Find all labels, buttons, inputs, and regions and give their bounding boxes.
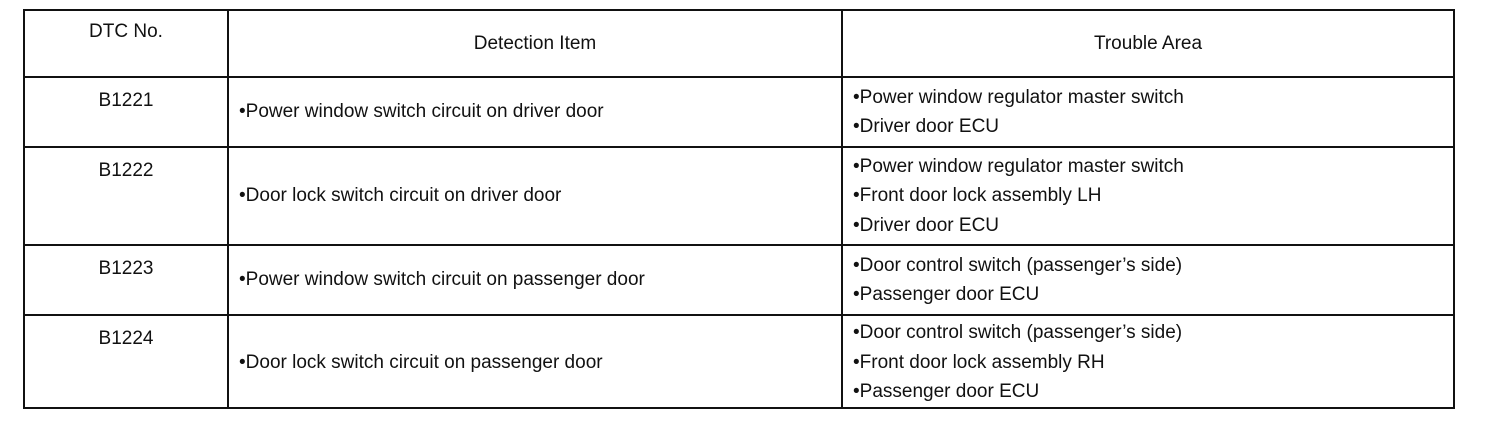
trouble-area-item: •Front door lock assembly LH [853, 185, 1102, 207]
dtc-code: B1221 [25, 76, 229, 148]
table-row: B1223 •Power window switch circuit on pa… [25, 244, 1453, 316]
trouble-area: •Power window regulator master switch •D… [841, 76, 1453, 148]
trouble-area-item: •Door control switch (passenger’s side) [853, 322, 1183, 344]
header-detection-item: Detection Item [227, 11, 843, 78]
table-row: B1224 •Door lock switch circuit on passe… [25, 314, 1453, 409]
trouble-area: •Power window regulator master switch •F… [841, 146, 1453, 246]
trouble-area-item: •Front door lock assembly RH [853, 351, 1105, 373]
trouble-area-item: •Passenger door ECU [853, 381, 1040, 403]
trouble-area-item: •Power window regulator master switch [853, 155, 1184, 177]
dtc-code: B1223 [25, 244, 229, 316]
trouble-area-item: •Driver door ECU [853, 116, 1000, 137]
trouble-area-item: •Passenger door ECU [853, 284, 1040, 305]
trouble-area: •Door control switch (passenger’s side) … [841, 314, 1453, 409]
trouble-area-item: •Door control switch (passenger’s side) [853, 254, 1183, 276]
dtc-code: B1222 [25, 146, 229, 246]
table-row: B1221 •Power window switch circuit on dr… [25, 76, 1453, 148]
detection-item: •Door lock switch circuit on driver door [227, 146, 843, 246]
dtc-table: DTC No. Detection Item Trouble Area B122… [25, 11, 1453, 409]
detection-item: •Power window switch circuit on driver d… [227, 76, 843, 148]
table-header-row: DTC No. Detection Item Trouble Area [25, 11, 1453, 78]
header-trouble-area: Trouble Area [841, 11, 1453, 78]
dtc-table-container: DTC No. Detection Item Trouble Area B122… [23, 9, 1455, 409]
trouble-area-item: •Power window regulator master switch [853, 86, 1184, 108]
trouble-area: •Door control switch (passenger’s side) … [841, 244, 1453, 316]
detection-item: •Power window switch circuit on passenge… [227, 244, 843, 316]
trouble-area-item: •Driver door ECU [853, 214, 1000, 236]
dtc-code: B1224 [25, 314, 229, 409]
table-row: B1222 •Door lock switch circuit on drive… [25, 146, 1453, 246]
header-dtc-no: DTC No. [25, 11, 229, 78]
detection-item: •Door lock switch circuit on passenger d… [227, 314, 843, 409]
